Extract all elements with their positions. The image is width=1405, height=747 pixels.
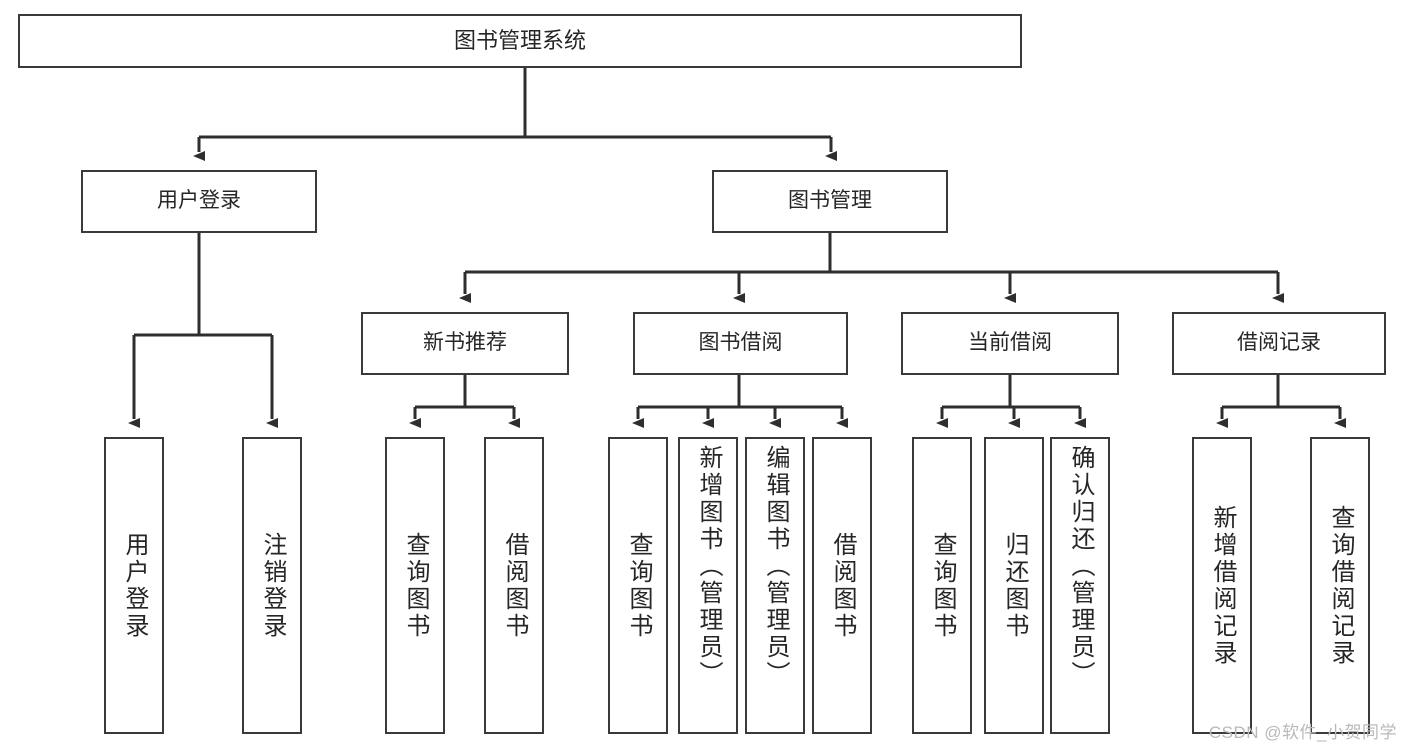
leaf-query-book-newbook[interactable]: 查询图书 xyxy=(385,437,445,734)
leaf-query-book-current[interactable]: 查询图书 xyxy=(912,437,972,734)
leaf-confirm-return-admin-label: 确认归还（管理员） xyxy=(1067,445,1094,688)
leaf-return-book[interactable]: 归还图书 xyxy=(984,437,1044,734)
node-current-borrow-label: 当前借阅 xyxy=(968,331,1052,355)
leaf-borrow-book-newbook[interactable]: 借阅图书 xyxy=(484,437,544,734)
leaf-edit-book-admin[interactable]: 编辑图书（管理员） xyxy=(745,437,805,734)
leaf-add-borrow-record[interactable]: 新增借阅记录 xyxy=(1192,437,1252,734)
leaf-logout-label: 注销登录 xyxy=(259,531,286,640)
leaf-borrow-book[interactable]: 借阅图书 xyxy=(812,437,872,734)
leaf-return-book-label: 归还图书 xyxy=(1001,531,1028,640)
leaf-add-book-admin[interactable]: 新增图书（管理员） xyxy=(678,437,738,734)
leaf-user-login[interactable]: 用户登录 xyxy=(104,437,164,734)
node-current-borrow[interactable]: 当前借阅 xyxy=(901,312,1119,375)
node-book-borrow[interactable]: 图书借阅 xyxy=(633,312,848,375)
leaf-confirm-return-admin[interactable]: 确认归还（管理员） xyxy=(1050,437,1110,734)
node-user-login[interactable]: 用户登录 xyxy=(81,170,317,233)
leaf-query-borrow-record-label: 查询借阅记录 xyxy=(1327,504,1354,667)
leaf-user-login-label: 用户登录 xyxy=(121,531,148,640)
leaf-borrow-book-label: 借阅图书 xyxy=(829,531,856,640)
node-book-management-label: 图书管理 xyxy=(788,189,872,213)
node-root-label: 图书管理系统 xyxy=(453,28,586,54)
leaf-query-book-borrow-label: 查询图书 xyxy=(625,531,652,640)
leaf-query-borrow-record[interactable]: 查询借阅记录 xyxy=(1310,437,1370,734)
leaf-add-book-admin-label: 新增图书（管理员） xyxy=(695,445,722,688)
node-borrow-record[interactable]: 借阅记录 xyxy=(1172,312,1386,375)
leaf-query-book-current-label: 查询图书 xyxy=(929,531,956,640)
node-root[interactable]: 图书管理系统 xyxy=(18,14,1022,68)
node-new-book-recommend-label: 新书推荐 xyxy=(423,331,507,355)
node-user-login-label: 用户登录 xyxy=(157,189,241,213)
node-borrow-record-label: 借阅记录 xyxy=(1237,331,1321,355)
node-book-management[interactable]: 图书管理 xyxy=(712,170,948,233)
leaf-borrow-book-newbook-label: 借阅图书 xyxy=(501,531,528,640)
leaf-add-borrow-record-label: 新增借阅记录 xyxy=(1209,504,1236,667)
node-book-borrow-label: 图书借阅 xyxy=(698,331,783,355)
leaf-query-book-borrow[interactable]: 查询图书 xyxy=(608,437,668,734)
leaf-edit-book-admin-label: 编辑图书（管理员） xyxy=(762,445,789,688)
leaf-query-book-newbook-label: 查询图书 xyxy=(402,531,429,640)
leaf-logout[interactable]: 注销登录 xyxy=(242,437,302,734)
node-new-book-recommend[interactable]: 新书推荐 xyxy=(361,312,569,375)
csdn-watermark: CSDN @软件_小贺同学 xyxy=(1208,723,1397,742)
